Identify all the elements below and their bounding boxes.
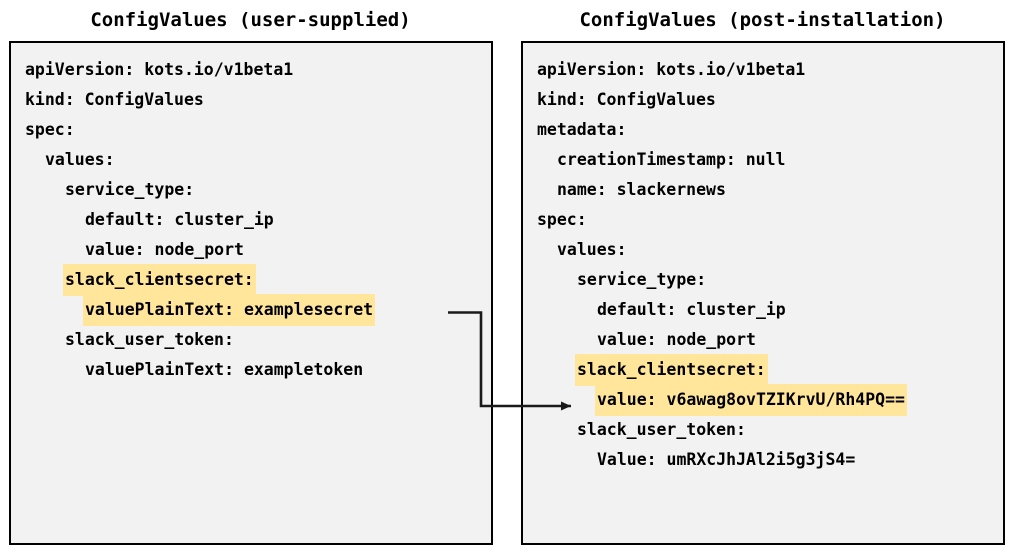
yaml-line-text: spec:: [25, 120, 75, 139]
yaml-line: valuePlainText: exampletoken: [11, 355, 491, 385]
yaml-line: service_type:: [11, 175, 491, 205]
yaml-line-text: apiVersion: kots.io/v1beta1: [537, 60, 806, 79]
yaml-line-text: valuePlainText: examplesecret: [84, 295, 375, 325]
yaml-line: creationTimestamp: null: [523, 145, 1003, 175]
yaml-line-text: Value: umRXcJhJAl2i5g3jS4=: [597, 450, 856, 469]
yaml-line: default: cluster_ip: [523, 295, 1003, 325]
yaml-line: slack_clientsecret:: [11, 265, 491, 295]
yaml-line-text: slack_user_token:: [65, 330, 234, 349]
yaml-line: value: node_port: [523, 325, 1003, 355]
yaml-line-text: apiVersion: kots.io/v1beta1: [25, 60, 294, 79]
yaml-line: service_type:: [523, 265, 1003, 295]
yaml-line-text: values:: [45, 150, 115, 169]
yaml-line-text: slack_clientsecret:: [64, 265, 255, 295]
right-yaml-panel: apiVersion: kots.io/v1beta1 kind: ConfigV…: [521, 41, 1005, 545]
yaml-line-text: values:: [557, 240, 627, 259]
yaml-line: value: node_port: [11, 235, 491, 265]
yaml-line-text: default: cluster_ip: [597, 300, 786, 319]
yaml-line-text: value: node_port: [85, 240, 244, 259]
yaml-line-text: default: cluster_ip: [85, 210, 274, 229]
left-yaml-panel: apiVersion: kots.io/v1beta1 kind: ConfigV…: [9, 41, 493, 545]
yaml-line: values:: [523, 235, 1003, 265]
yaml-line-text: metadata:: [537, 120, 627, 139]
yaml-line: valuePlainText: examplesecret: [11, 295, 491, 325]
yaml-line-text: service_type:: [65, 180, 195, 199]
yaml-line-text: value: v6awag8ovTZIKrvU/Rh4PQ==: [596, 385, 906, 415]
yaml-line: apiVersion: kots.io/v1beta1: [523, 55, 1003, 85]
right-yaml-body: apiVersion: kots.io/v1beta1 kind: ConfigV…: [523, 43, 1003, 475]
yaml-line-text: value: node_port: [597, 330, 756, 349]
yaml-line: slack_user_token:: [11, 325, 491, 355]
yaml-line: default: cluster_ip: [11, 205, 491, 235]
yaml-line-text: valuePlainText: exampletoken: [85, 360, 364, 379]
yaml-line: name: slackernews: [523, 175, 1003, 205]
yaml-line-text: kind: ConfigValues: [537, 90, 716, 109]
yaml-line-text: slack_user_token:: [577, 420, 746, 439]
yaml-line: apiVersion: kots.io/v1beta1: [11, 55, 491, 85]
yaml-line: value: v6awag8ovTZIKrvU/Rh4PQ==: [523, 385, 1003, 415]
yaml-line: slack_user_token:: [523, 415, 1003, 445]
yaml-line: values:: [11, 145, 491, 175]
yaml-line-text: slack_clientsecret:: [576, 355, 767, 385]
yaml-line-text: creationTimestamp: null: [557, 150, 786, 169]
yaml-line: kind: ConfigValues: [11, 85, 491, 115]
yaml-line: metadata:: [523, 115, 1003, 145]
right-panel-title: ConfigValues (post-installation): [579, 9, 946, 31]
yaml-line-text: name: slackernews: [557, 180, 726, 199]
yaml-line-text: spec:: [537, 210, 587, 229]
yaml-line: spec:: [11, 115, 491, 145]
yaml-line-text: kind: ConfigValues: [25, 90, 204, 109]
yaml-line-text: service_type:: [577, 270, 707, 289]
yaml-line: slack_clientsecret:: [523, 355, 1003, 385]
yaml-line: spec:: [523, 205, 1003, 235]
left-panel-title: ConfigValues (user-supplied): [90, 9, 411, 31]
left-yaml-body: apiVersion: kots.io/v1beta1 kind: ConfigV…: [11, 43, 491, 385]
yaml-line: kind: ConfigValues: [523, 85, 1003, 115]
yaml-line: Value: umRXcJhJAl2i5g3jS4=: [523, 445, 1003, 475]
